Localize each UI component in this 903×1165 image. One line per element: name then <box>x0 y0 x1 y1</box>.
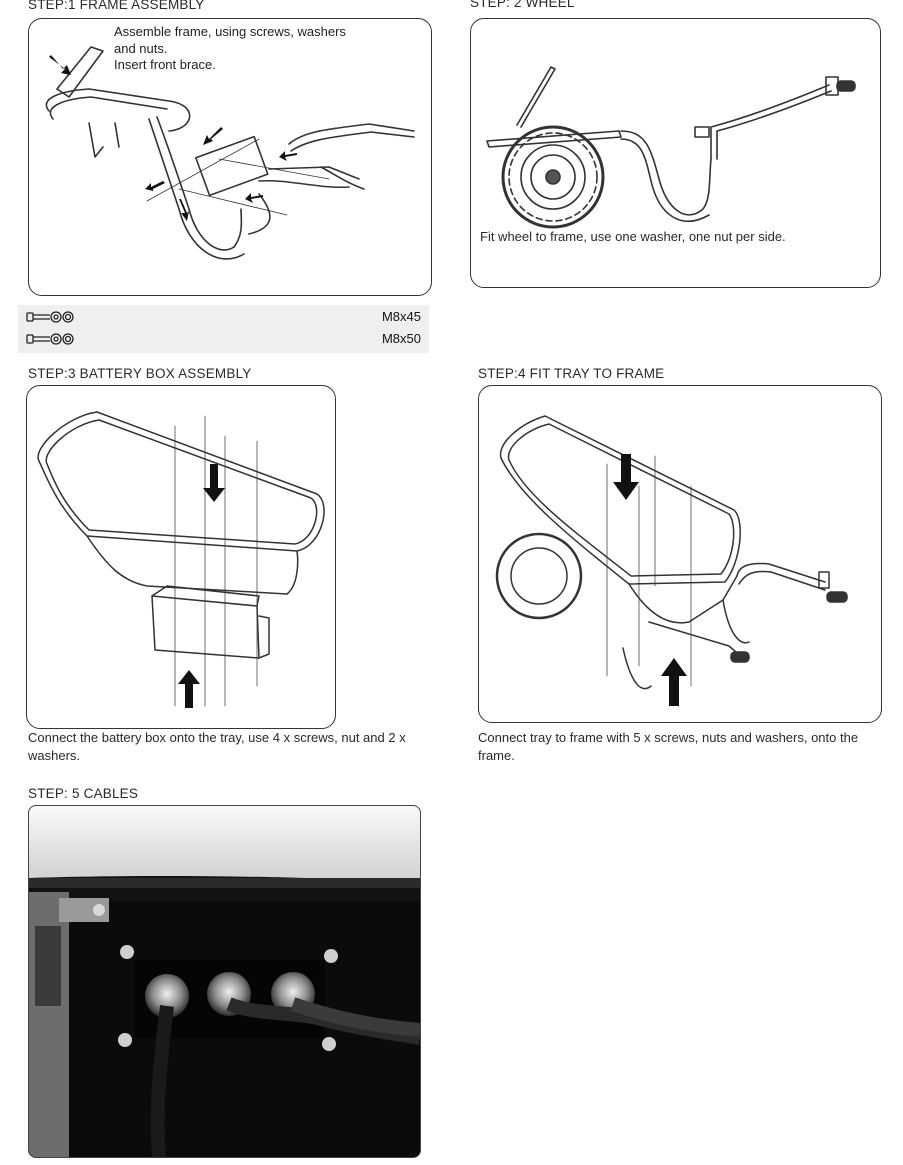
cable-connectors-photo-illustration <box>29 806 420 1157</box>
step3-caption: Connect the battery box onto the tray, u… <box>28 730 406 763</box>
step2-caption: Fit wheel to frame, use one washer, one … <box>480 229 786 244</box>
part-label: M8x50 <box>381 331 421 346</box>
wheel-illustration <box>486 66 856 229</box>
step4-diagram-panel <box>478 385 882 723</box>
step1-diagram-panel: Assemble frame, using screws, washers an… <box>28 18 432 296</box>
step1-note-line-1: Assemble frame, using screws, washers <box>114 24 346 39</box>
step5-heading: STEP: 5 CABLES <box>28 786 139 801</box>
cables-photo <box>28 805 421 1158</box>
step1-instructions: Assemble frame, using screws, washers an… <box>114 24 346 74</box>
step4-caption: Connect tray to frame with 5 x screws, n… <box>478 730 859 763</box>
step4-heading: STEP:4 FIT TRAY TO FRAME <box>478 366 665 381</box>
step2-heading: STEP: 2 WHEEL <box>470 0 575 10</box>
step3-diagram-panel <box>26 385 336 729</box>
screw-washer-nut-icon <box>26 311 74 323</box>
battery-box-illustration <box>37 411 325 708</box>
step3-heading: STEP:3 BATTERY BOX ASSEMBLY <box>28 366 252 381</box>
step2-diagram-panel: Fit wheel to frame, use one washer, one … <box>470 18 881 288</box>
tray-to-frame-illustration <box>495 415 848 706</box>
part-row-1: M8x45 <box>18 306 429 328</box>
frame-assembly-illustration <box>45 46 415 260</box>
step1-note-line-3: Insert front brace. <box>114 57 216 72</box>
part-label: M8x45 <box>381 309 421 324</box>
step1-heading: STEP:1 FRAME ASSEMBLY <box>28 0 205 12</box>
step1-note-line-2: and nuts. <box>114 40 168 56</box>
screw-washer-nut-icon <box>26 333 74 345</box>
part-row-2: M8x50 <box>18 328 429 350</box>
parts-list: M8x45 M8x50 <box>18 305 429 353</box>
